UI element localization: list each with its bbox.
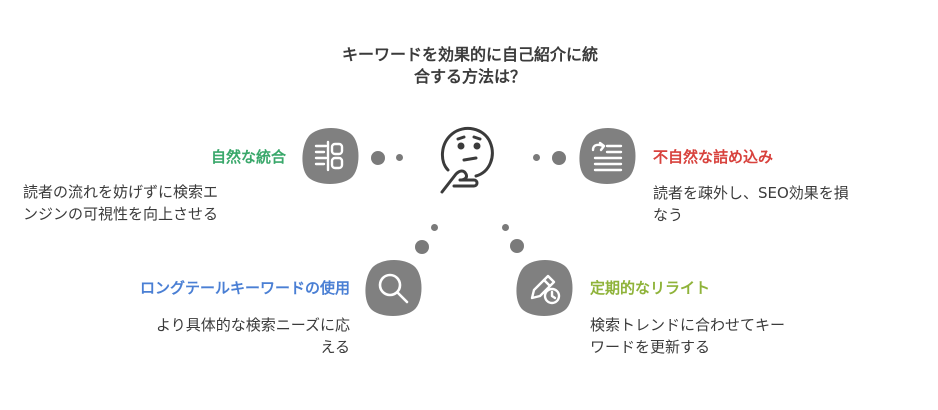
thinking-face-icon [434,122,502,196]
connector-dot [415,240,429,254]
heading-unnatural-stuffing: 不自然な詰め込み [653,147,913,167]
desc-line: 読者を疎外し、SEO効果を損 [653,184,849,202]
heading-text: 不自然な詰め込み [653,148,774,166]
connector-dot [533,154,540,161]
connector-dot [510,239,524,253]
connector-dot [431,224,438,231]
heading-text: 自然な統合 [210,148,286,166]
desc-line: える [320,338,350,356]
heading-natural-integration: 自然な統合 [60,147,286,167]
connector-dot [502,224,509,231]
diagram-title: キーワードを効果的に自己紹介に統 合する方法は？ [290,44,650,88]
connector-dot [552,151,566,165]
desc-line: なう [653,206,684,224]
stuffing-list-icon [576,126,638,186]
desc-line: より具体的な検索ニーズに応 [156,316,350,334]
desc-line: 検索トレンドに合わせてキー [590,316,786,334]
desc-line: 読者の流れを妨げずに検索エ [23,183,219,201]
connector-dot [371,151,385,165]
heading-text: ロングテールキーワードの使用 [139,279,350,297]
title-line-2: 合する方法は？ [413,67,526,86]
edit-clock-icon [513,258,575,318]
desc-periodic-rewrite: 検索トレンドに合わせてキー ワードを更新する [590,314,870,358]
desc-line: ワードを更新する [590,338,711,356]
heading-text: 定期的なリライト [590,279,711,297]
desc-long-tail: より具体的な検索ニーズに応 える [70,314,350,358]
title-line-1: キーワードを効果的に自己紹介に統 [341,45,598,64]
connector-dot [396,154,403,161]
heading-periodic-rewrite: 定期的なリライト [590,278,850,298]
desc-unnatural-stuffing: 読者を疎外し、SEO効果を損 なう [653,182,923,226]
fingerprint-icon [299,126,361,186]
desc-line: ンジンの可視性を向上させる [23,205,219,223]
desc-natural-integration: 読者の流れを妨げずに検索エ ンジンの可視性を向上させる [23,181,293,225]
heading-long-tail: ロングテールキーワードの使用 [40,278,350,298]
magnifier-icon [362,258,424,318]
